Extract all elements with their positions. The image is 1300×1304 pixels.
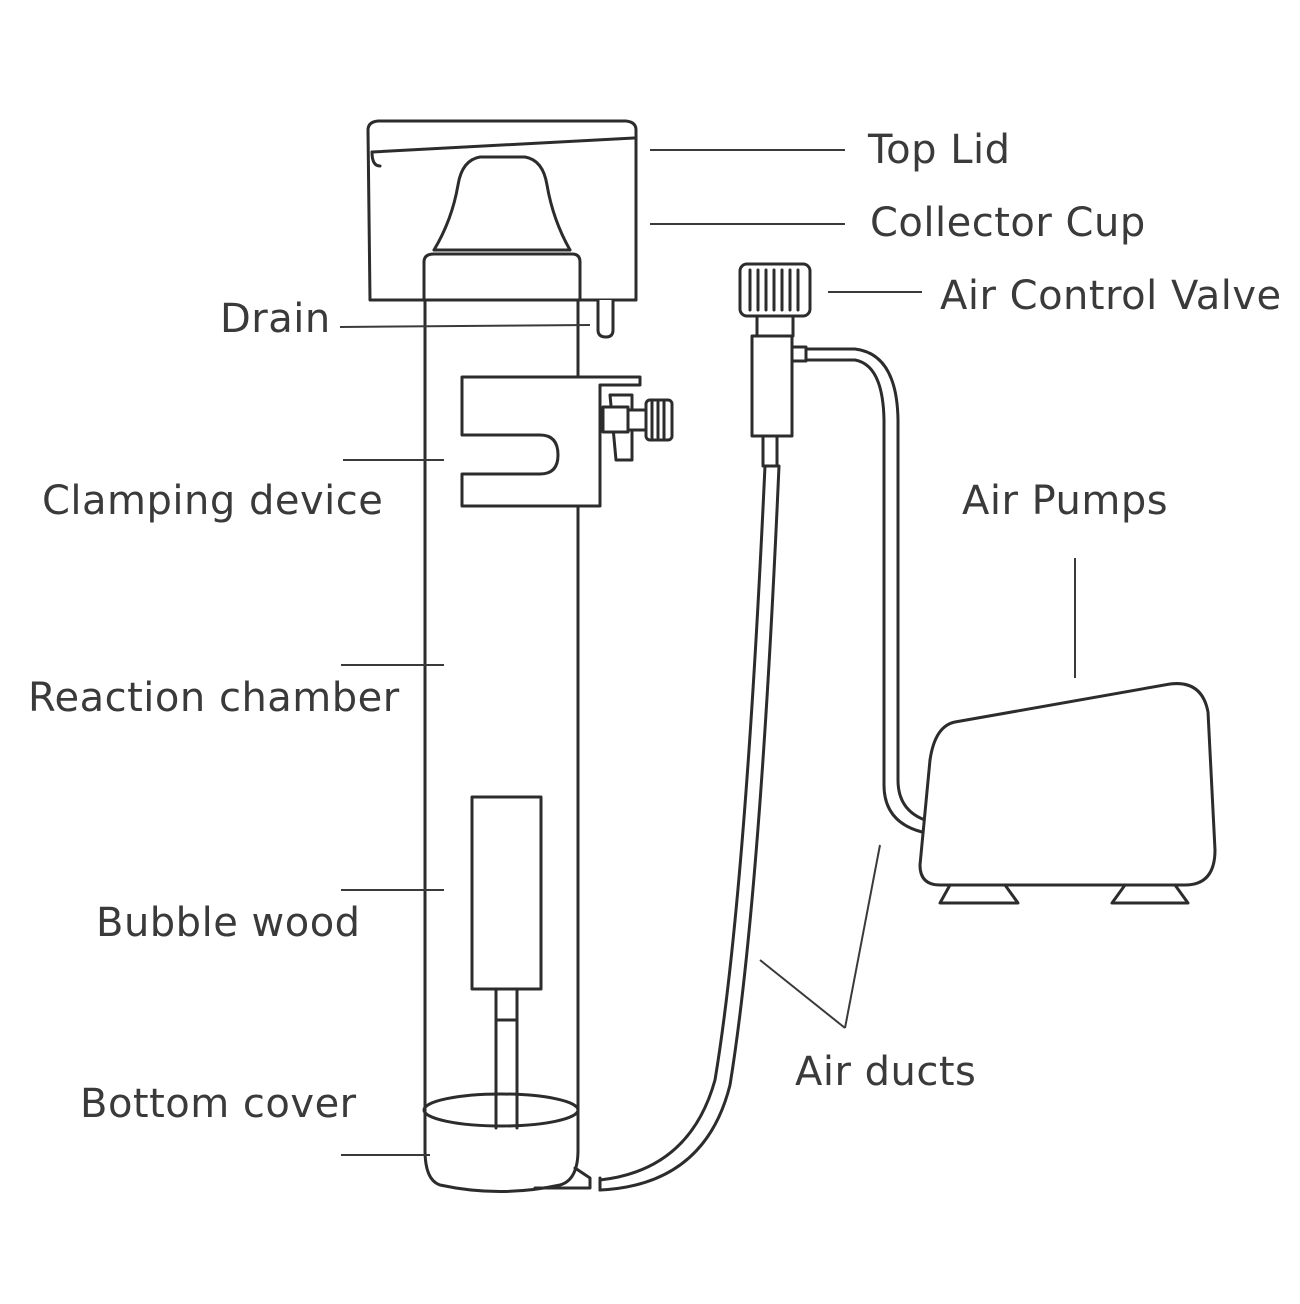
air-pump-part bbox=[918, 682, 1217, 905]
collector-cup-part bbox=[366, 119, 638, 339]
top-lid-label: Top Lid bbox=[868, 127, 1011, 173]
clamping-device-label: Clamping device bbox=[42, 478, 384, 524]
air-ducts-label: Air ducts bbox=[795, 1049, 977, 1095]
clamping-device-part bbox=[460, 375, 674, 508]
collector-cup-label: Collector Cup bbox=[870, 200, 1146, 246]
bubble-wood-label: Bubble wood bbox=[96, 900, 361, 946]
leader-lines bbox=[339, 149, 1076, 1156]
reaction-chamber-label: Reaction chamber bbox=[28, 675, 400, 721]
air-pumps-label: Air Pumps bbox=[962, 478, 1169, 524]
air-control-valve-part bbox=[738, 262, 812, 468]
drain-label: Drain bbox=[220, 296, 331, 342]
air-duct-tubes bbox=[598, 347, 927, 1192]
bottom-cover-label: Bottom cover bbox=[80, 1081, 357, 1127]
bubble-wood-part bbox=[470, 795, 543, 1130]
air-control-valve-label: Air Control Valve bbox=[940, 273, 1282, 319]
bottom-cover-part bbox=[422, 1092, 592, 1193]
